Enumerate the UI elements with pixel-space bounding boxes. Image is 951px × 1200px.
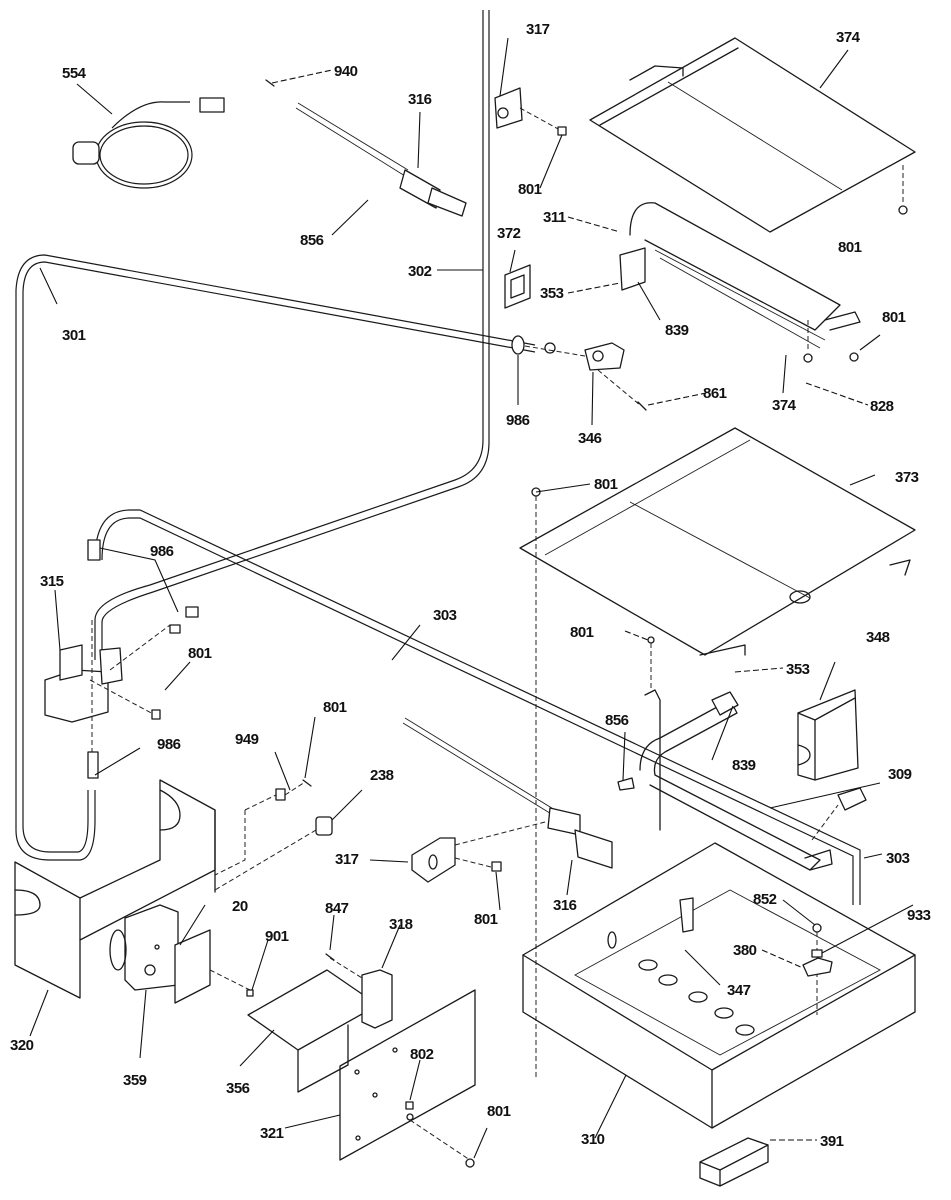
label-986: 986 [157,736,181,753]
fitting-986-low [87,751,99,779]
label-949: 949 [235,731,259,748]
bake-burner-309 [639,691,867,871]
label-318: 318 [389,916,413,933]
switch-318 [325,953,393,1029]
label-303: 303 [886,850,910,867]
label-317: 317 [526,21,550,38]
label-380: 380 [733,942,757,959]
label-372: 372 [497,225,521,242]
label-801: 801 [882,309,906,326]
burner-bracket-346 [584,342,647,411]
label-801: 801 [474,911,498,928]
leader-lines [29,37,914,1159]
igniter-bracket-317-bottom [411,821,546,883]
igniter-bracket-317-top [494,87,567,136]
label-801: 801 [838,239,862,256]
label-238: 238 [370,767,394,784]
label-801: 801 [570,624,594,641]
clip-949 [214,779,312,876]
panel-320 [14,779,216,999]
label-356: 356 [226,1080,250,1097]
label-348: 348 [866,629,890,646]
label-554: 554 [62,65,87,82]
screw-801-d [531,487,541,1080]
label-303: 303 [433,607,457,624]
label-353: 353 [786,661,810,678]
label-316: 316 [553,897,577,914]
label-940: 940 [334,63,358,80]
fitting-986-top [511,335,586,357]
label-802: 802 [410,1046,434,1063]
connector-238 [214,816,333,891]
label-315: 315 [40,573,64,590]
label-317: 317 [335,851,359,868]
label-801: 801 [188,645,212,662]
label-801: 801 [487,1103,511,1120]
tube-302 [94,10,490,660]
panel-321 [339,989,476,1161]
cover-348 [797,689,859,781]
label-346: 346 [578,430,602,447]
label-302: 302 [408,263,432,280]
broil-shield-374-top [589,37,916,233]
screw-802 [405,1101,414,1110]
bake-baffle-373 [519,427,916,656]
label-861: 861 [703,385,727,402]
label-347: 347 [727,982,751,999]
label-801: 801 [594,476,618,493]
motor-359 [109,904,179,991]
label-856: 856 [605,712,629,729]
fitting-986-mid [87,539,199,634]
gas-valve-315 [44,620,171,760]
label-374: 374 [772,397,797,414]
foot-391 [699,1137,769,1187]
label-801: 801 [518,181,542,198]
broil-burner-311 [619,202,861,363]
label-301: 301 [62,327,86,344]
bracket-20 [174,929,251,1004]
igniter-316-bottom [402,717,613,869]
label-310: 310 [581,1131,605,1148]
label-839: 839 [732,757,756,774]
label-321: 321 [260,1125,284,1142]
label-320: 320 [10,1037,34,1054]
label-374: 374 [836,29,861,46]
label-933: 933 [907,907,931,924]
label-359: 359 [123,1072,147,1089]
screw-901 [246,989,254,997]
screw-801-i [465,1158,475,1168]
label-316: 316 [408,91,432,108]
screw-801-f [644,636,661,831]
igniter-316-top [295,102,467,217]
label-986: 986 [150,543,174,560]
part-labels: 554 940 316 317 374 801 856 302 311 801 … [10,21,931,1150]
label-901: 901 [265,928,289,945]
label-852: 852 [753,891,777,908]
label-391: 391 [820,1133,844,1150]
tube-301 [15,254,536,861]
label-353: 353 [540,285,564,302]
label-839: 839 [665,322,689,339]
label-20: 20 [232,898,248,915]
label-373: 373 [895,469,919,486]
label-801: 801 [323,699,347,716]
bracket-347 [679,897,694,933]
label-856: 856 [300,232,324,249]
tube-303 [94,509,861,905]
gasket-372 [504,264,531,309]
label-311: 311 [543,209,566,226]
wire-harness-554 [72,97,225,189]
burner-box-310 [522,842,916,1129]
label-986: 986 [506,412,530,429]
label-847: 847 [325,900,349,917]
screw-856-b [617,777,635,791]
hardware-852-933-380 [802,923,833,1015]
label-309: 309 [888,766,912,783]
label-828: 828 [870,398,894,415]
screw-940 [265,79,275,87]
